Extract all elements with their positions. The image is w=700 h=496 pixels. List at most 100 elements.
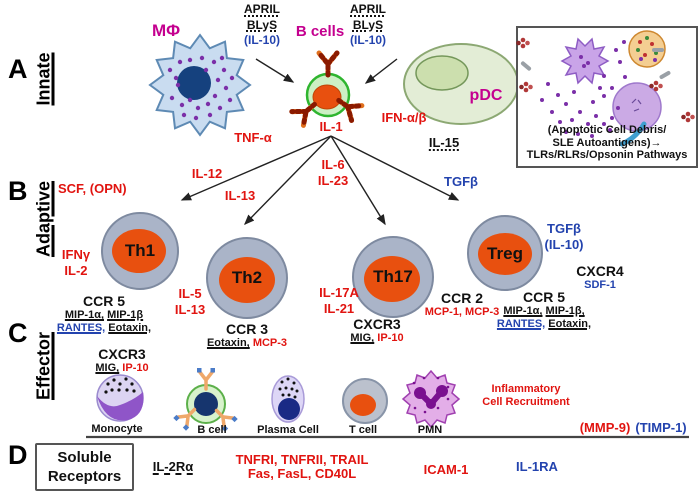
mip1b-label: MIP-1β, [545, 305, 585, 318]
il13-label: IL-13 [224, 188, 256, 203]
il17a-label: IL-17A [319, 285, 359, 300]
il15-label: IL-15 [428, 135, 460, 150]
cxcr4-block: CXCR4 SDF-1 [576, 263, 623, 292]
il10-label: (IL-10) [244, 33, 280, 47]
antibody-icon [289, 50, 365, 128]
section-d-letter: D [8, 440, 28, 470]
section-a-title: Innate [33, 52, 54, 106]
cxcr4-title: CXCR4 [576, 263, 624, 279]
apoptotic-body-icon [628, 30, 666, 68]
ccr5-title: CCR 5 [82, 293, 126, 309]
mip1a-label: MIP-1α, [64, 309, 105, 322]
il10-treg-label: (IL-10) [544, 236, 584, 252]
dendritic-debris-cell-icon [560, 37, 610, 85]
pdc-label: pDC [469, 87, 503, 104]
il12-label: IL-12 [191, 166, 223, 181]
blys-label: BLyS [246, 17, 278, 32]
t-cell-label: T cell [348, 424, 378, 436]
inset-caption-line3: TLRs/RLRs/Opsonin Pathways [526, 149, 688, 162]
ccr2-block: CCR 2 MCP-1, MCP-3 [425, 290, 500, 319]
section-c-title: Effector [33, 331, 54, 401]
il6-label: IL-6 [321, 157, 345, 172]
plasma-cell-icon [271, 375, 305, 423]
tnfr-group-label: TNFRI, TNFRII, TRAIL Fas, FasL, CD40L [236, 453, 369, 481]
tnf-alpha-label: TNF-α [234, 130, 272, 145]
ccr3-block: CCR 3 Eotaxin, MCP-3 [207, 321, 287, 350]
th1-label: Th1 [124, 241, 156, 260]
th2-label: Th2 [231, 268, 263, 287]
eotaxin-label: Eotaxin, [548, 317, 592, 330]
ip10-label: IP-10 [377, 332, 404, 345]
mig-label: MIG, [350, 332, 375, 345]
section-b-title: Adaptive [33, 180, 54, 258]
recruitment-line1: Inflammatory [491, 383, 561, 395]
ccr2-title: CCR 2 [440, 290, 484, 306]
il1ra-label: IL-1RA [516, 459, 558, 474]
il2-label: IL-2 [64, 262, 88, 278]
mip1a-label: MIP-1α, [503, 305, 543, 318]
sdf1-label: SDF-1 [584, 279, 616, 292]
b-cells-label: B cells [295, 23, 345, 40]
soluble-receptors-box: Soluble Receptors [35, 443, 134, 491]
th2-cell-icon [206, 237, 288, 319]
inset-apoptotic-debris-panel [516, 26, 698, 168]
blys-label: BLyS [352, 17, 384, 32]
il21-label: IL-21 [323, 300, 355, 316]
th17-label: Th17 [373, 267, 413, 286]
il10-label: (IL-10) [350, 33, 386, 47]
cxcr3-left-block: CXCR3 MIG, IP-10 [95, 346, 148, 375]
scf-opn-label: SCF, (OPN) [58, 181, 127, 196]
ccr5-title: CCR 5 [522, 289, 566, 305]
april-label: APRIL [244, 2, 280, 16]
arrow-april-right-to-bcell [364, 58, 398, 84]
ip10-label: IP-10 [122, 362, 149, 375]
tnfr-line1: TNFRI, TNFRII, TRAIL [235, 452, 369, 467]
plasma-cell-label: Plasma Cell [257, 424, 319, 436]
tgfb-arrow-label: TGFβ [444, 174, 478, 189]
icam1-label: ICAM-1 [423, 462, 469, 477]
ifng-label: IFNγ [61, 247, 91, 262]
cxcr3-title: CXCR3 [353, 316, 401, 332]
april-label: APRIL [350, 2, 386, 16]
th1-cytokines: IFNγ IL-2 [62, 247, 90, 278]
ccr5-right-block: CCR 5 MIP-1α, MIP-1β, RANTES, Eotaxin, [497, 289, 591, 331]
rantes-label: RANTES, [56, 321, 106, 334]
b-cell-effector-icon [173, 368, 238, 432]
th17-cell-icon [352, 236, 434, 318]
mcp1-label: MCP-1, [424, 306, 462, 319]
inset-caption-line2: SLE Autoantigens)→ [552, 136, 662, 149]
il23-label: IL-23 [317, 172, 349, 188]
macrophage-cell-icon [148, 33, 252, 137]
section-c-letter: C [8, 318, 28, 348]
section-b-letter: B [8, 176, 28, 206]
pmn-cell-icon [401, 369, 461, 429]
mcp3-label: MCP-3 [465, 306, 500, 319]
il6-il23-label: IL-6 IL-23 [318, 157, 348, 188]
tnfr-line2: Fas, FasL, CD40L [247, 466, 357, 481]
il2ra-label: IL-2Rα [152, 459, 194, 474]
mip1b-label: MIP-1β [107, 309, 144, 322]
inflammatory-recruitment-label: Inflammatory Cell Recruitment [482, 383, 569, 408]
treg-cell-icon [467, 215, 543, 291]
timp1-label: (TIMP-1) [635, 420, 687, 435]
arrow-april-left-to-bcell [255, 58, 295, 83]
il1-label: IL-1 [319, 119, 343, 134]
soluble-label-line1: Soluble [57, 449, 112, 466]
ccr3-title: CCR 3 [225, 321, 268, 337]
inset-caption-line1: (Apoptotic Cell Debris/ [547, 124, 667, 136]
april-blys-right-label: APRIL BLyS (IL-10) [350, 2, 386, 49]
treg-label: Treg [487, 244, 523, 263]
cxcr3-right-block: CXCR3 MIG, IP-10 [350, 316, 403, 345]
th17-cytokines: IL-17A IL-21 [319, 285, 359, 316]
cxcr3-title: CXCR3 [98, 346, 146, 362]
pmn-label: PMN [417, 424, 443, 436]
arrows-il1-fan [180, 135, 460, 226]
mig-label: MIG, [95, 362, 120, 375]
mcp3-label: MCP-3 [252, 337, 288, 350]
rantes-label: RANTES, [496, 317, 546, 330]
ccr5-left-block: CCR 5 MIP-1α, MIP-1β RANTES, Eotaxin, [57, 293, 151, 335]
immune-complex-icons [516, 37, 695, 123]
eotaxin-label: Eotaxin, [206, 337, 250, 350]
blebbing-tail-icon [619, 121, 647, 147]
